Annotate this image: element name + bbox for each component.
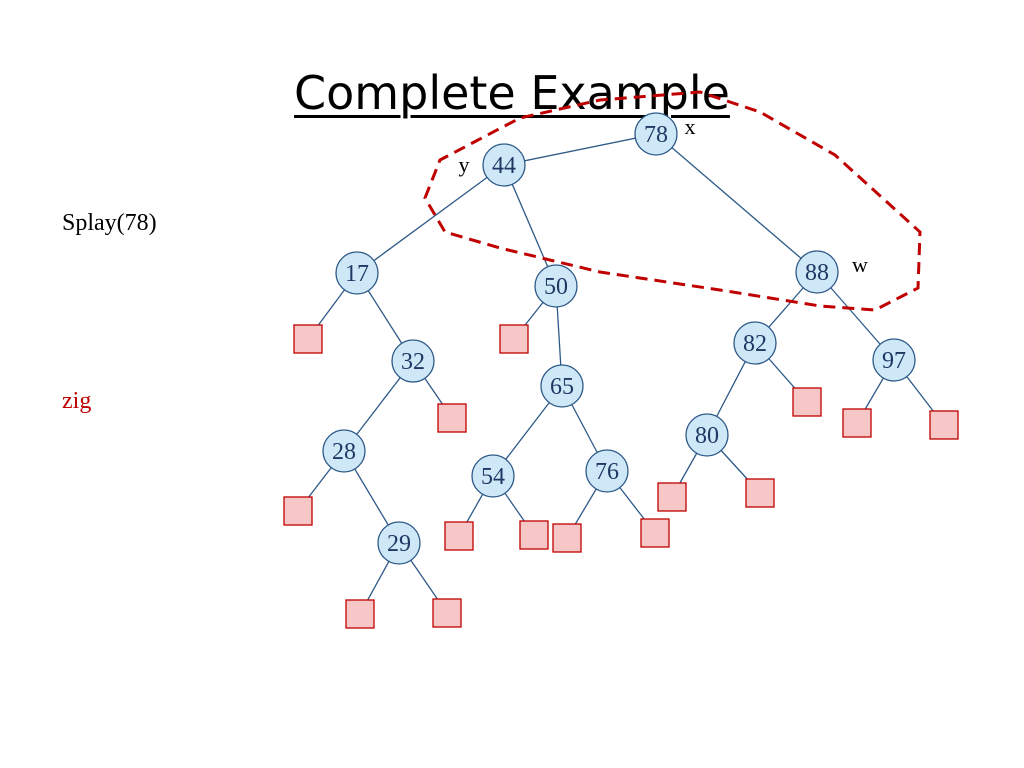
node-circle	[482, 143, 526, 187]
tree-node-76: 76	[585, 449, 629, 493]
tree-leaves	[283, 324, 959, 629]
null-leaf	[437, 403, 467, 433]
node-label: 76	[595, 459, 619, 485]
node-label: 78	[644, 122, 668, 148]
tree-node-28: 28	[322, 429, 366, 473]
node-label: 29	[387, 531, 411, 557]
node-circle	[322, 429, 366, 473]
node-label: 65	[550, 374, 574, 400]
node-circle	[471, 454, 515, 498]
node-circle	[795, 250, 839, 294]
node-circle	[534, 264, 578, 308]
node-label: 88	[805, 260, 829, 286]
tree-node-54: 54	[471, 454, 515, 498]
null-leaf	[283, 496, 313, 526]
node-tags: x y w	[459, 114, 869, 277]
node-circle	[585, 449, 629, 493]
node-circle	[872, 338, 916, 382]
node-circle	[733, 321, 777, 365]
tree-nodes: 78 44 88 17 50 32 65 28 29 54 76 82 80 97	[322, 112, 916, 565]
tree-node-50: 50	[534, 264, 578, 308]
node-circle	[685, 413, 729, 457]
tree-node-29: 29	[377, 521, 421, 565]
tree-node-65: 65	[540, 364, 584, 408]
null-leaf	[842, 408, 872, 438]
null-leaf	[745, 478, 775, 508]
node-label: 28	[332, 439, 356, 465]
node-label: 54	[481, 464, 505, 490]
zig-highlight-outline	[423, 90, 922, 312]
null-leaf	[640, 518, 670, 548]
node-circle	[391, 339, 435, 383]
null-leaf	[792, 387, 822, 417]
tree-edge	[503, 133, 657, 166]
null-leaf	[293, 324, 323, 354]
node-circle	[377, 521, 421, 565]
tree-edge	[356, 164, 505, 274]
null-leaf	[519, 520, 549, 550]
slide-title: Complete Example	[294, 66, 730, 120]
null-leaf	[657, 482, 687, 512]
node-label: 50	[544, 274, 568, 300]
null-leaf	[432, 598, 462, 628]
tree-node-78: 78	[634, 112, 678, 156]
node-circle	[540, 364, 584, 408]
tree-edge	[655, 133, 818, 273]
tree-node-97: 97	[872, 338, 916, 382]
node-label: 32	[401, 349, 425, 375]
node-tag-w: w	[852, 252, 868, 277]
step-label: zig	[62, 388, 92, 414]
tree-edge	[503, 164, 557, 287]
tree-node-44: 44	[482, 143, 526, 187]
node-tag-x: x	[685, 114, 696, 139]
node-label: 97	[882, 348, 906, 374]
node-label: 44	[492, 153, 516, 179]
node-label: 80	[695, 423, 719, 449]
null-leaf	[929, 410, 959, 440]
node-circle	[634, 112, 678, 156]
node-label: 82	[743, 331, 767, 357]
tree-node-80: 80	[685, 413, 729, 457]
null-leaf	[345, 599, 375, 629]
tree-node-17: 17	[335, 251, 379, 295]
tree-node-88: 88	[795, 250, 839, 294]
node-label: 17	[345, 261, 369, 287]
null-leaf	[444, 521, 474, 551]
node-tag-y: y	[459, 152, 470, 177]
node-circle	[335, 251, 379, 295]
null-leaf	[552, 523, 582, 553]
tree-node-82: 82	[733, 321, 777, 365]
tree-node-32: 32	[391, 339, 435, 383]
operation-label: Splay(78)	[62, 210, 157, 236]
null-leaf	[499, 324, 529, 354]
